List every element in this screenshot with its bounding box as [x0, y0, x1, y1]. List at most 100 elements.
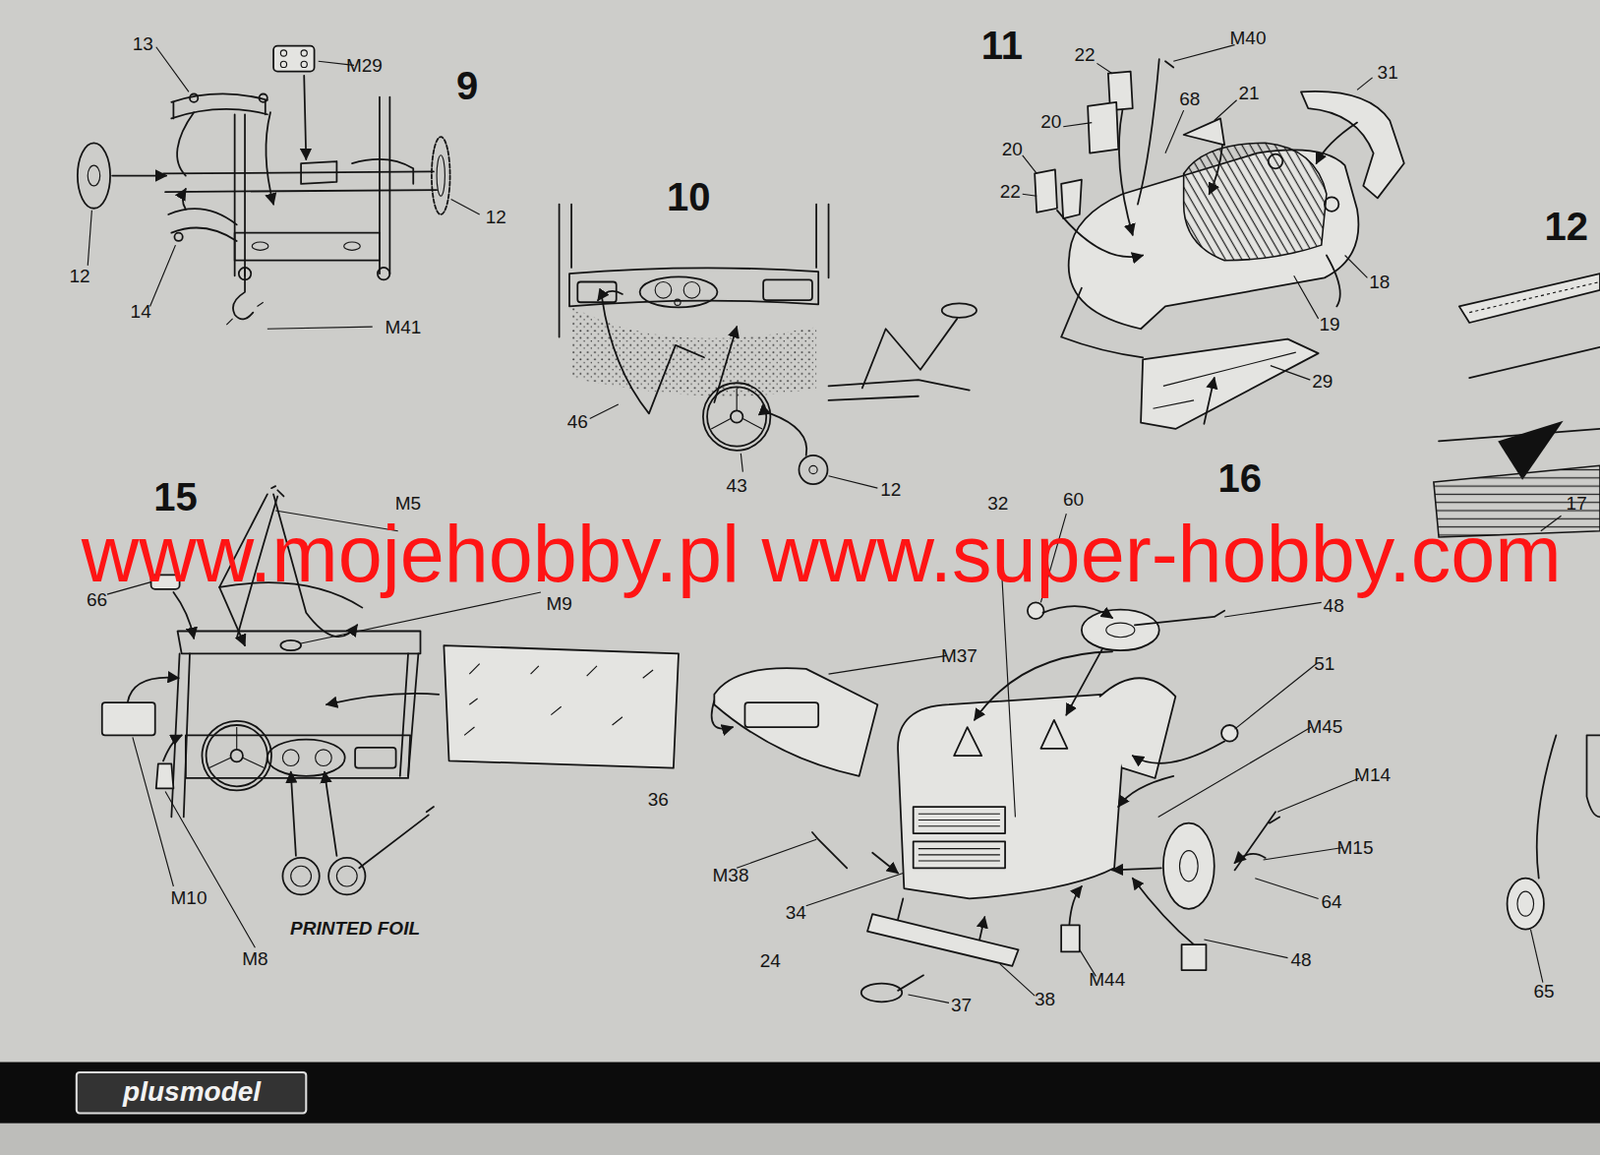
windscreen-drawing: [267, 739, 346, 776]
body-tub-drawing: [1022, 45, 1373, 380]
front-end-drawing: [1134, 610, 1225, 626]
front-end-drawing: [1163, 823, 1215, 909]
chassis-drawing: [168, 208, 238, 241]
callout-number: 65: [1533, 981, 1554, 1003]
windscreen-drawing: [173, 592, 194, 639]
chassis-drawing: [300, 50, 307, 57]
windscreen-drawing: [326, 693, 439, 705]
front-end-drawing: [861, 983, 903, 1003]
front-end-drawing: [897, 974, 924, 991]
windscreen-drawing: [291, 865, 312, 887]
front-end-drawing: [1182, 944, 1207, 970]
body-tub-drawing: [1184, 118, 1226, 145]
front-end-drawing: [953, 726, 982, 756]
footer-band: [76, 1071, 306, 1114]
front-end-drawing: [1027, 601, 1045, 619]
callout-number: M40: [1230, 28, 1267, 50]
chassis-drawing: [352, 159, 414, 184]
windscreen-drawing: [328, 857, 365, 894]
chassis-drawing: [182, 188, 186, 210]
body-tub-drawing: [1061, 255, 1341, 358]
body-tub-drawing: [1087, 102, 1119, 154]
body-tub-drawing: [1209, 144, 1223, 194]
windscreen-drawing: [324, 771, 337, 856]
step-number: 10: [666, 175, 712, 219]
dashboard-drawing: [942, 302, 977, 318]
body-tub-drawing: [1140, 339, 1319, 429]
dashboard-drawing: [809, 465, 818, 474]
windscreen-drawing: [355, 747, 397, 769]
callout-number: M41: [384, 317, 421, 339]
dashboard-drawing: [640, 276, 718, 307]
callout-number: 34: [785, 902, 807, 924]
windscreen-drawing: [282, 857, 319, 894]
body-tub-drawing: [1268, 154, 1284, 170]
callout-number: 29: [1311, 371, 1333, 393]
dashboard-drawing: [829, 318, 970, 401]
front-end-drawing: [711, 700, 733, 729]
footer-band: [0, 1062, 1600, 1124]
dashboard-drawing: [654, 281, 672, 298]
chassis-drawing: [273, 46, 315, 72]
windscreen-drawing: [177, 630, 421, 653]
chassis-drawing: [77, 142, 111, 208]
front-end-drawing: [1537, 734, 1557, 878]
chassis-drawing: [280, 60, 287, 67]
callout-number: 48: [1290, 949, 1311, 971]
chassis-drawing: [300, 60, 307, 67]
windscreen-drawing: [171, 652, 418, 817]
callout-number: 37: [950, 995, 972, 1016]
callout-number: 38: [1034, 989, 1056, 1010]
dashboard-drawing: [798, 455, 828, 484]
callout-number: 20: [1002, 139, 1023, 161]
front-end-drawing: [713, 667, 878, 776]
chassis-drawing: [77, 46, 480, 330]
windscreen-drawing: [291, 771, 297, 856]
windscreen-drawing: [209, 726, 265, 769]
body-tub-drawing: [1061, 179, 1082, 219]
callout-number: 60: [1063, 489, 1084, 511]
callout-number: 18: [1368, 272, 1390, 294]
front-end-drawing: [1221, 724, 1239, 742]
dashboard-drawing: [711, 387, 763, 429]
callout-number: 64: [1321, 891, 1343, 913]
front-end-drawing: [1132, 741, 1225, 764]
step-12-drawing: [1433, 273, 1600, 537]
dashboard-drawing: [703, 382, 771, 451]
windscreen-drawing: [282, 749, 299, 767]
front-end-drawing: [1132, 878, 1194, 945]
windscreen-drawing: [464, 663, 653, 736]
callout-number: 43: [726, 475, 748, 497]
front-end-drawing: [1106, 622, 1135, 638]
body-tub-drawing: [1119, 110, 1133, 236]
footer-band: [0, 1062, 1600, 1155]
front-end-drawing: [974, 651, 1113, 720]
chassis-drawing: [235, 233, 380, 261]
chassis-drawing: [259, 93, 268, 102]
callout-number: 22: [1000, 181, 1021, 203]
dashboard-drawing: [569, 267, 819, 306]
callout-number: 66: [86, 590, 108, 611]
dashboard-drawing: [713, 326, 737, 403]
chassis-drawing: [251, 241, 269, 250]
front-end-drawing: [867, 913, 1019, 966]
body-tub-drawing: [1316, 122, 1359, 165]
step-12-drawing: [1469, 281, 1600, 312]
chassis-drawing: [377, 267, 390, 280]
chassis-drawing: [171, 93, 268, 119]
windscreen-drawing: [271, 485, 284, 496]
step-12-drawing: [1438, 347, 1600, 441]
callout-number: 36: [648, 789, 669, 811]
body-tub-drawing: [1153, 352, 1297, 409]
callout-number: M29: [346, 56, 383, 77]
windscreen-drawing: [443, 645, 679, 769]
callout-number: 12: [68, 266, 90, 288]
callout-number: 21: [1239, 83, 1260, 105]
callout-number: M15: [1337, 837, 1374, 859]
callout-number: 13: [132, 34, 154, 56]
step-12-drawing: [1459, 273, 1600, 323]
front-end-drawing: [897, 897, 985, 940]
callout-number: 14: [130, 301, 152, 323]
front-end-drawing: [1081, 609, 1160, 652]
